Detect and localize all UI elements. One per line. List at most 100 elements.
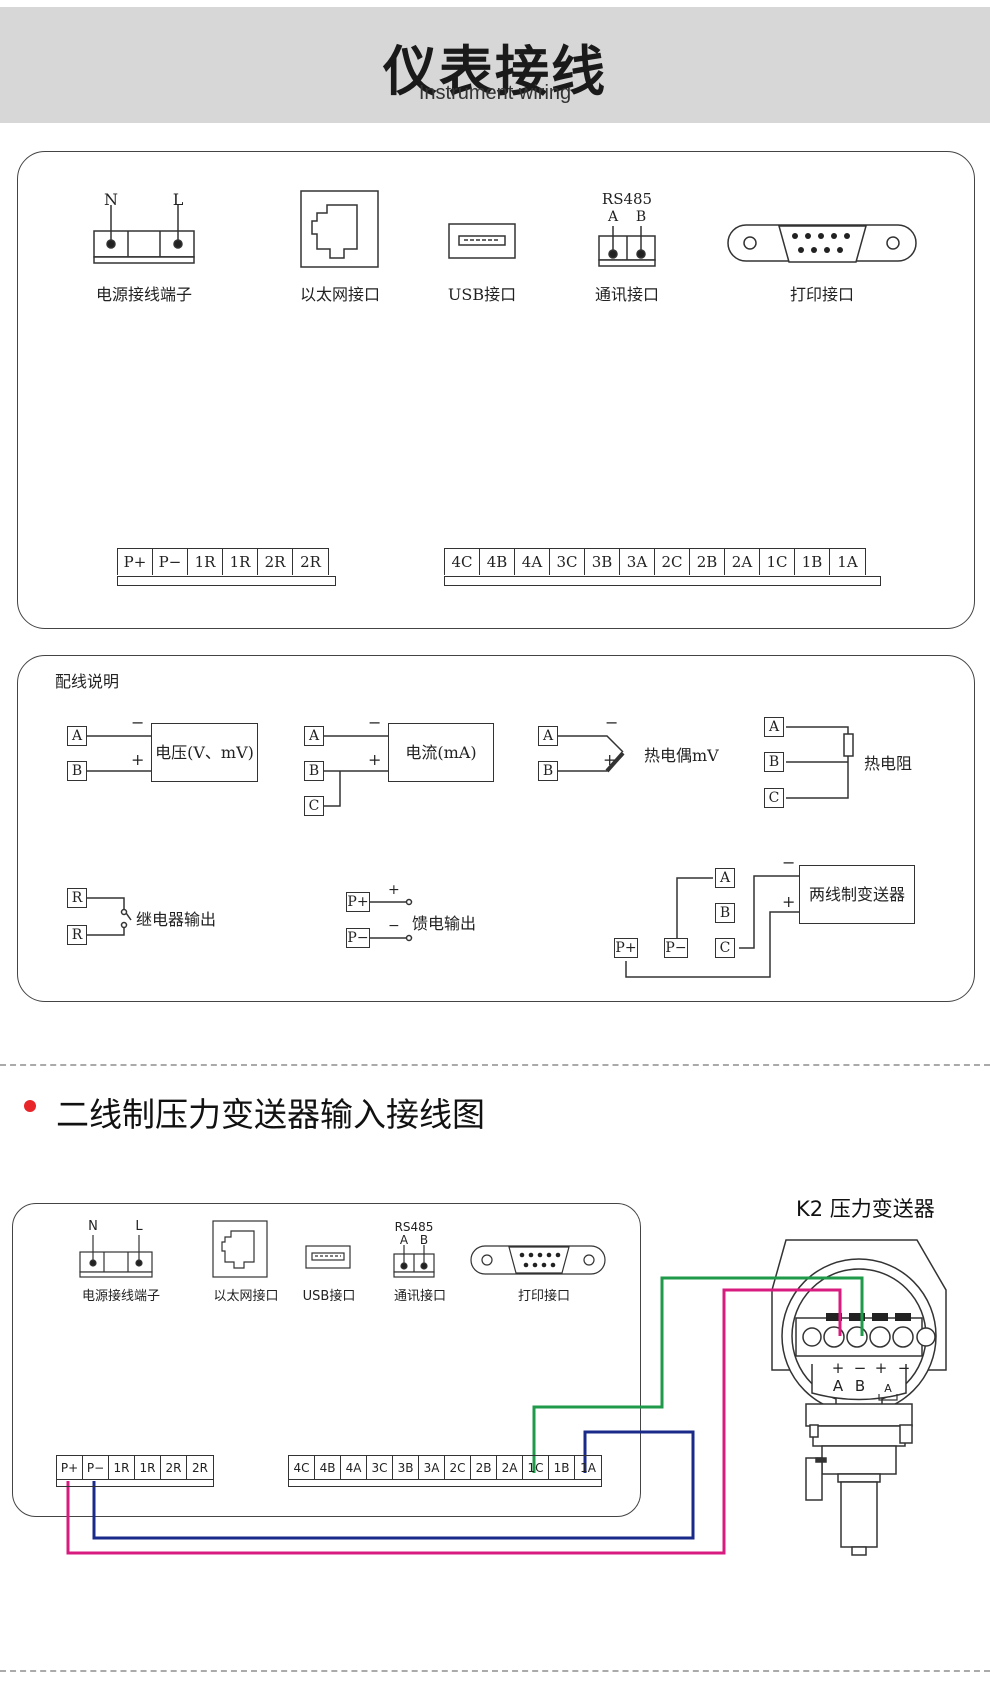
power-n-label-2: N: [88, 1219, 98, 1234]
rtd-terminal-a: A: [764, 717, 784, 737]
terminal-2r: 2R: [192, 1461, 208, 1475]
page-subtitle: Instrument wiring: [418, 82, 572, 104]
right-strip-base: [444, 576, 881, 586]
two-wire-terminal-b: B: [715, 903, 735, 923]
usb-label: USB接口: [447, 285, 517, 304]
power-terminal-label: 电源接线端子: [95, 285, 193, 304]
transmitter-label-a: A: [832, 1377, 844, 1395]
two-wire-transmitter-device: 两线制变送器: [799, 865, 915, 924]
device-title: K2 压力变送器: [796, 1197, 935, 1221]
transmitter-ammeter-label: A: [884, 1382, 892, 1395]
terminal-p-plus: P+: [57, 1456, 83, 1480]
transmitter-minus-d: −: [897, 1359, 911, 1377]
voltage-terminal-b: B: [67, 761, 87, 781]
terminal-4a: 4A: [515, 549, 550, 575]
interface-panel: [17, 151, 975, 629]
right-terminal-strip: 4C 4B 4A 3C 3B 3A 2C 2B 2A 1C 1B 1A: [444, 548, 866, 575]
rs485-b-label-2: B: [419, 1233, 429, 1247]
rtd-terminal-c: C: [764, 788, 784, 808]
terminal-1r: 1R: [135, 1456, 161, 1480]
terminal-2c: 2C: [445, 1456, 471, 1480]
rs485-terminal-icon: [598, 226, 656, 267]
left-terminal-strip-2: P+ P− 1R 1R 2R 2R: [56, 1455, 214, 1480]
navy-wire: [92, 1430, 695, 1540]
terminal-3b: 3B: [585, 549, 620, 575]
terminal-1a: 1A: [837, 553, 858, 571]
terminal-2c: 2C: [655, 549, 690, 575]
terminal-2b: 2B: [690, 549, 725, 575]
relay-terminal-r1: R: [67, 888, 87, 908]
power-terminal-icon: [93, 205, 195, 264]
terminal-2r: 2R: [300, 553, 321, 571]
two-wire-terminal-a: A: [715, 868, 735, 888]
voltage-terminal-a: A: [67, 726, 87, 746]
current-terminal-c: C: [304, 796, 324, 816]
relay-terminal-r2: R: [67, 925, 87, 945]
terminal-3a: 3A: [419, 1456, 445, 1480]
terminal-3b: 3B: [393, 1456, 419, 1480]
terminal-3c: 3C: [550, 549, 585, 575]
feed-terminal-p-minus: P−: [346, 928, 370, 948]
two-wire-terminal-p-minus: P−: [664, 938, 688, 958]
bottom-divider: [0, 1670, 990, 1672]
power-l-label: L: [172, 190, 184, 209]
current-minus-sign: −: [368, 713, 382, 732]
magenta-wire: [66, 1288, 842, 1555]
terminal-2a: 2A: [497, 1456, 523, 1480]
terminal-p-minus: P−: [83, 1456, 109, 1480]
rs485-b-label: B: [635, 209, 647, 225]
rs485-label: RS485: [601, 190, 653, 208]
thermocouple-plus-sign: +: [603, 750, 617, 769]
terminal-3a: 3A: [620, 549, 655, 575]
usb-label-2: USB接口: [302, 1289, 356, 1304]
terminal-1r: 1R: [223, 549, 258, 575]
current-terminal-b: B: [304, 761, 324, 781]
left-strip-base-2: [56, 1479, 214, 1487]
usb-icon: [305, 1245, 351, 1269]
section-title: 二线制压力变送器输入接线图: [56, 1095, 485, 1134]
db9-print-port-icon: [727, 224, 917, 263]
comm-port-label: 通讯接口: [594, 285, 660, 304]
terminal-4b: 4B: [480, 549, 515, 575]
terminal-4a: 4A: [341, 1456, 367, 1480]
two-wire-terminal-p-plus: P+: [614, 938, 638, 958]
terminal-1a: 1A: [580, 1461, 596, 1475]
voltage-minus-sign: −: [131, 713, 145, 732]
instrument-outline: [12, 1203, 641, 1517]
terminal-1b: 1B: [795, 549, 830, 575]
thermocouple-terminal-a: A: [538, 726, 558, 746]
thermocouple-terminal-b: B: [538, 761, 558, 781]
terminal-1c: 1C: [523, 1456, 549, 1480]
terminal-p-minus: P−: [153, 549, 188, 575]
two-wire-minus-sign: −: [782, 853, 796, 872]
terminal-1r: 1R: [109, 1456, 135, 1480]
terminal-1b: 1B: [549, 1456, 575, 1480]
usb-icon: [448, 223, 516, 259]
right-strip-base-2: [288, 1479, 602, 1487]
transmitter-minus-b: −: [853, 1359, 867, 1377]
transmitter-plus-c: +: [874, 1359, 888, 1377]
feed-plus-sign: +: [388, 882, 400, 898]
thermocouple-minus-sign: −: [605, 713, 619, 732]
rs485-a-label-2: A: [399, 1233, 409, 1247]
terminal-2b: 2B: [471, 1456, 497, 1480]
power-n-label: N: [104, 190, 118, 209]
wiring-instructions-panel: [17, 655, 975, 1002]
print-port-label-2: 打印接口: [517, 1289, 571, 1304]
power-terminal-label-2: 电源接线端子: [81, 1289, 161, 1304]
two-wire-terminal-c: C: [715, 938, 735, 958]
terminal-1c: 1C: [760, 549, 795, 575]
comm-port-label-2: 通讯接口: [393, 1289, 447, 1304]
terminal-4b: 4B: [315, 1456, 341, 1480]
transmitter-plus-a: +: [831, 1359, 845, 1377]
feed-minus-sign: −: [388, 918, 400, 934]
rtd-label: 热电阻: [864, 754, 913, 773]
ammeter-bracket: [878, 1394, 898, 1401]
db9-print-port-icon: [470, 1245, 606, 1275]
section-bullet: [24, 1100, 36, 1112]
relay-output-label: 继电器输出: [136, 910, 217, 929]
transmitter-label-b: B: [854, 1377, 866, 1395]
